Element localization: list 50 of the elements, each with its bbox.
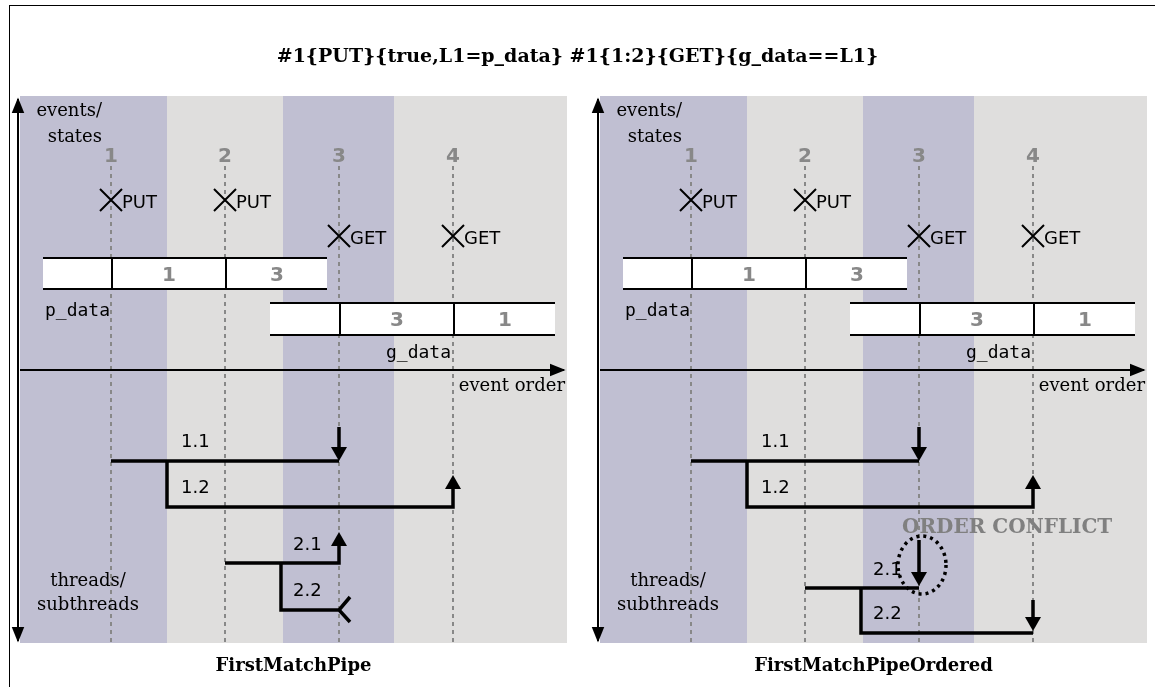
thread-label: 1.1 [761,430,790,452]
queue-cell: 1 [453,302,555,336]
queue-cell: 3 [339,302,453,336]
event-number: 1 [103,143,119,167]
axis-label: event order [1037,374,1145,396]
event-number: 2 [797,143,813,167]
axis-label: threads/ subthreads [36,567,140,616]
queue-cell: 3 [805,257,907,290]
panel-caption: FirstMatchPipe [214,654,373,675]
thread-label: 2.2 [873,602,902,624]
queue-cell [270,302,339,336]
queue-cell: 3 [225,257,327,290]
queue-cell: 1 [1033,302,1135,336]
queue-cell [43,257,111,290]
event-label: PUT [236,191,272,213]
event-label: PUT [122,191,158,213]
event-label: GET [464,227,501,249]
thread-label: 1.2 [181,476,210,498]
event-number: 1 [683,143,699,167]
thread-label: 2.1 [293,533,322,555]
event-label: PUT [702,191,738,213]
thread-label: 1.1 [181,430,210,452]
queue-label: g_data [386,341,452,363]
event-label: GET [350,227,387,249]
queue-cell: 1 [111,257,225,290]
queue-label: g_data [966,341,1032,363]
axis-label: threads/ subthreads [616,567,720,616]
event-label: GET [1044,227,1081,249]
event-label: PUT [816,191,852,213]
event-number: 3 [331,143,347,167]
thread-label: 1.2 [761,476,790,498]
conflict-label: ORDER CONFLICT [902,514,1113,538]
queue-cell: 1 [691,257,805,290]
thread-label: 2.2 [293,579,322,601]
axis-label: events/ states [615,97,682,148]
queue-cell [850,302,919,336]
queue-label: p_data [625,299,691,321]
axis-label: events/ states [35,97,102,148]
axis-label: event order [457,374,565,396]
event-number: 4 [445,143,461,167]
event-number: 3 [911,143,927,167]
panel-caption: FirstMatchPipeOrdered [753,654,994,675]
event-number: 2 [217,143,233,167]
thread-label: 2.1 [873,558,902,580]
queue-cell: 3 [919,302,1033,336]
queue-cell [623,257,691,290]
event-label: GET [930,227,967,249]
event-number: 4 [1025,143,1041,167]
diagram-title: #1{PUT}{true,L1=p_data} #1{1:2}{GET}{g_data==L1} [275,44,880,66]
queue-label: p_data [45,299,111,321]
